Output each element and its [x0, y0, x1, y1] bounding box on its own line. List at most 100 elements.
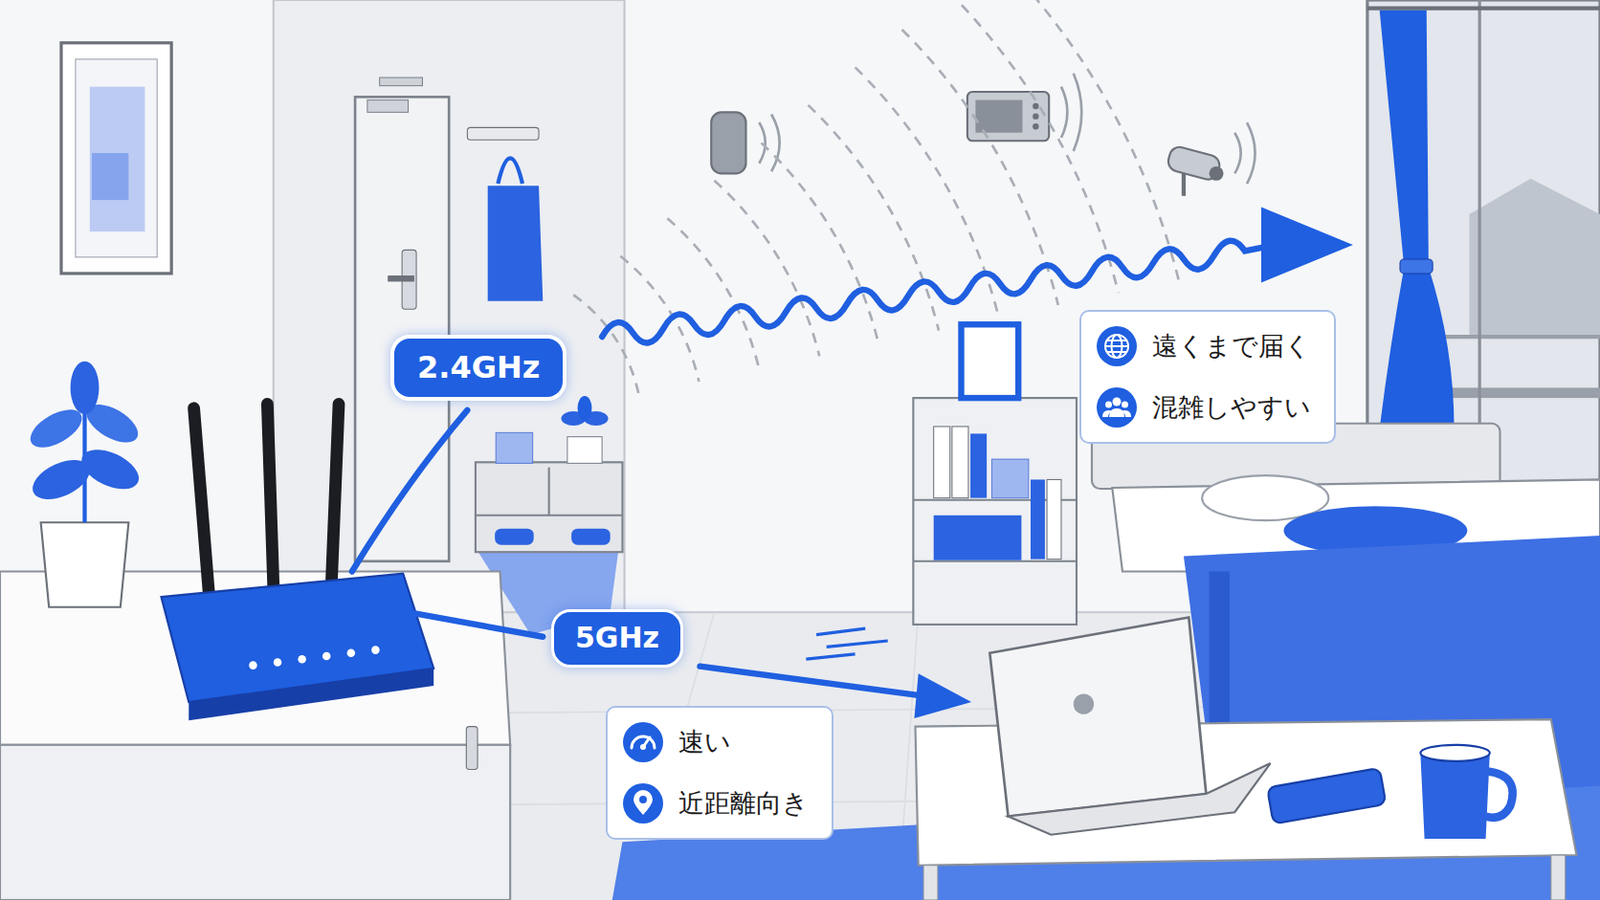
tote-bag [466, 127, 543, 301]
feature-row: 遠くまで届く [1096, 326, 1312, 367]
laptop-part [1008, 763, 1271, 836]
band-lines-part [816, 628, 866, 635]
router-part [273, 658, 283, 667]
router-part [347, 649, 356, 659]
feature-text: 速い [678, 725, 732, 760]
bookshelf-part [912, 560, 1077, 563]
window-curtain-part [1469, 178, 1600, 337]
tote-bag-part [466, 127, 539, 140]
laptop-part [989, 617, 1206, 817]
router-part [266, 403, 273, 587]
feature-text: 近距離向き [678, 786, 809, 822]
desk-part [1551, 855, 1566, 900]
bookshelf-part [933, 426, 951, 499]
shoe-cabinet [475, 396, 623, 553]
left-counter [0, 571, 511, 900]
phone-and-mug [1266, 745, 1513, 840]
shoe-cabinet-part [571, 529, 611, 546]
band-lines-part [408, 612, 544, 638]
router-part [248, 661, 258, 670]
bookshelf-part [933, 515, 1023, 561]
left-counter-part [0, 745, 511, 900]
entrance-door-part [387, 275, 415, 282]
feature-icon-part [1109, 408, 1125, 418]
bookshelf-part [912, 398, 1077, 625]
picture-frame-part [75, 59, 157, 258]
feature-row: 混雑しやすい [1096, 387, 1312, 428]
feature-icon-part [1096, 387, 1137, 428]
wifi-devices [711, 73, 1255, 197]
band-lines-part [805, 654, 855, 660]
wifi-devices-part [1061, 73, 1082, 152]
shoe-cabinet-part [475, 462, 623, 553]
bookshelf [912, 324, 1077, 625]
feature-icon [622, 783, 664, 824]
router-part [160, 574, 434, 703]
wifi-devices-part [967, 91, 1049, 141]
wifi-devices-part [1032, 103, 1039, 110]
signal-arcs-part [949, 0, 1119, 293]
router-part [322, 652, 332, 662]
wifi-devices-part [975, 100, 1023, 134]
feature-icon-part [1105, 401, 1112, 409]
phone-and-mug-part [1266, 768, 1386, 825]
feature-icon-part [622, 722, 664, 763]
feature-icon-part [1102, 398, 1132, 419]
feature-row: 速い [622, 722, 809, 763]
band-lines-part [700, 666, 925, 697]
feature-icon-part [1105, 334, 1129, 358]
wifi-devices-part [1181, 173, 1186, 196]
potted-plant-part [41, 522, 130, 608]
bookshelf-part [952, 426, 969, 499]
bookshelf-part [1046, 479, 1062, 559]
window-curtain-part [1367, 5, 1600, 10]
feature-icon-part [1105, 334, 1129, 358]
feature-callout: 速い近距離向き [605, 706, 834, 841]
feature-icon-part [639, 796, 647, 804]
phone-and-mug-part [1420, 753, 1490, 840]
feature-icon-part [1112, 398, 1122, 407]
band-name: 2.4GHz [417, 349, 540, 386]
tote-bag-part [497, 157, 523, 184]
feature-icon-part [1096, 326, 1137, 367]
wifi-devices-part [711, 111, 746, 174]
band-lines-part [913, 673, 972, 719]
feature-icon-part [633, 790, 653, 816]
feature-icon-part [622, 783, 664, 824]
router-part [297, 655, 307, 665]
band-lines [352, 207, 1354, 720]
wifi-devices-part [1234, 122, 1255, 184]
band-lines-part [826, 641, 889, 647]
router-part [371, 645, 380, 655]
band-lines-part [352, 410, 467, 573]
feature-icon-part [1121, 410, 1132, 418]
bookshelf-part [991, 459, 1028, 499]
feature-icon-part [1107, 339, 1127, 342]
potted-plant-part [70, 361, 100, 415]
feature-text: 遠くまで届く [1152, 329, 1312, 364]
feature-icon-part [640, 744, 646, 751]
band-label: 5GHz [551, 609, 684, 668]
wifi-devices-part [1032, 112, 1039, 119]
window-curtain-part [1400, 259, 1433, 274]
band-name: 5GHz [575, 621, 660, 655]
feature-icon-part [1121, 401, 1129, 409]
phone-and-mug-part [1486, 772, 1513, 819]
wifi-devices-part [1209, 166, 1224, 181]
band-label: 2.4GHz [390, 334, 567, 401]
laptop [989, 617, 1270, 835]
potted-plant-part [75, 442, 145, 498]
feature-icon-part [1105, 345, 1129, 348]
picture-frame [61, 43, 172, 274]
router-part [332, 403, 339, 580]
signal-arcs-part [573, 294, 639, 396]
feature-text: 混雑しやすい [1152, 390, 1312, 425]
signal-arcs-part [902, 29, 1059, 306]
router [160, 403, 434, 721]
shoe-cabinet-part [548, 467, 551, 516]
feature-icon [622, 722, 664, 763]
feature-icon [1096, 387, 1137, 428]
